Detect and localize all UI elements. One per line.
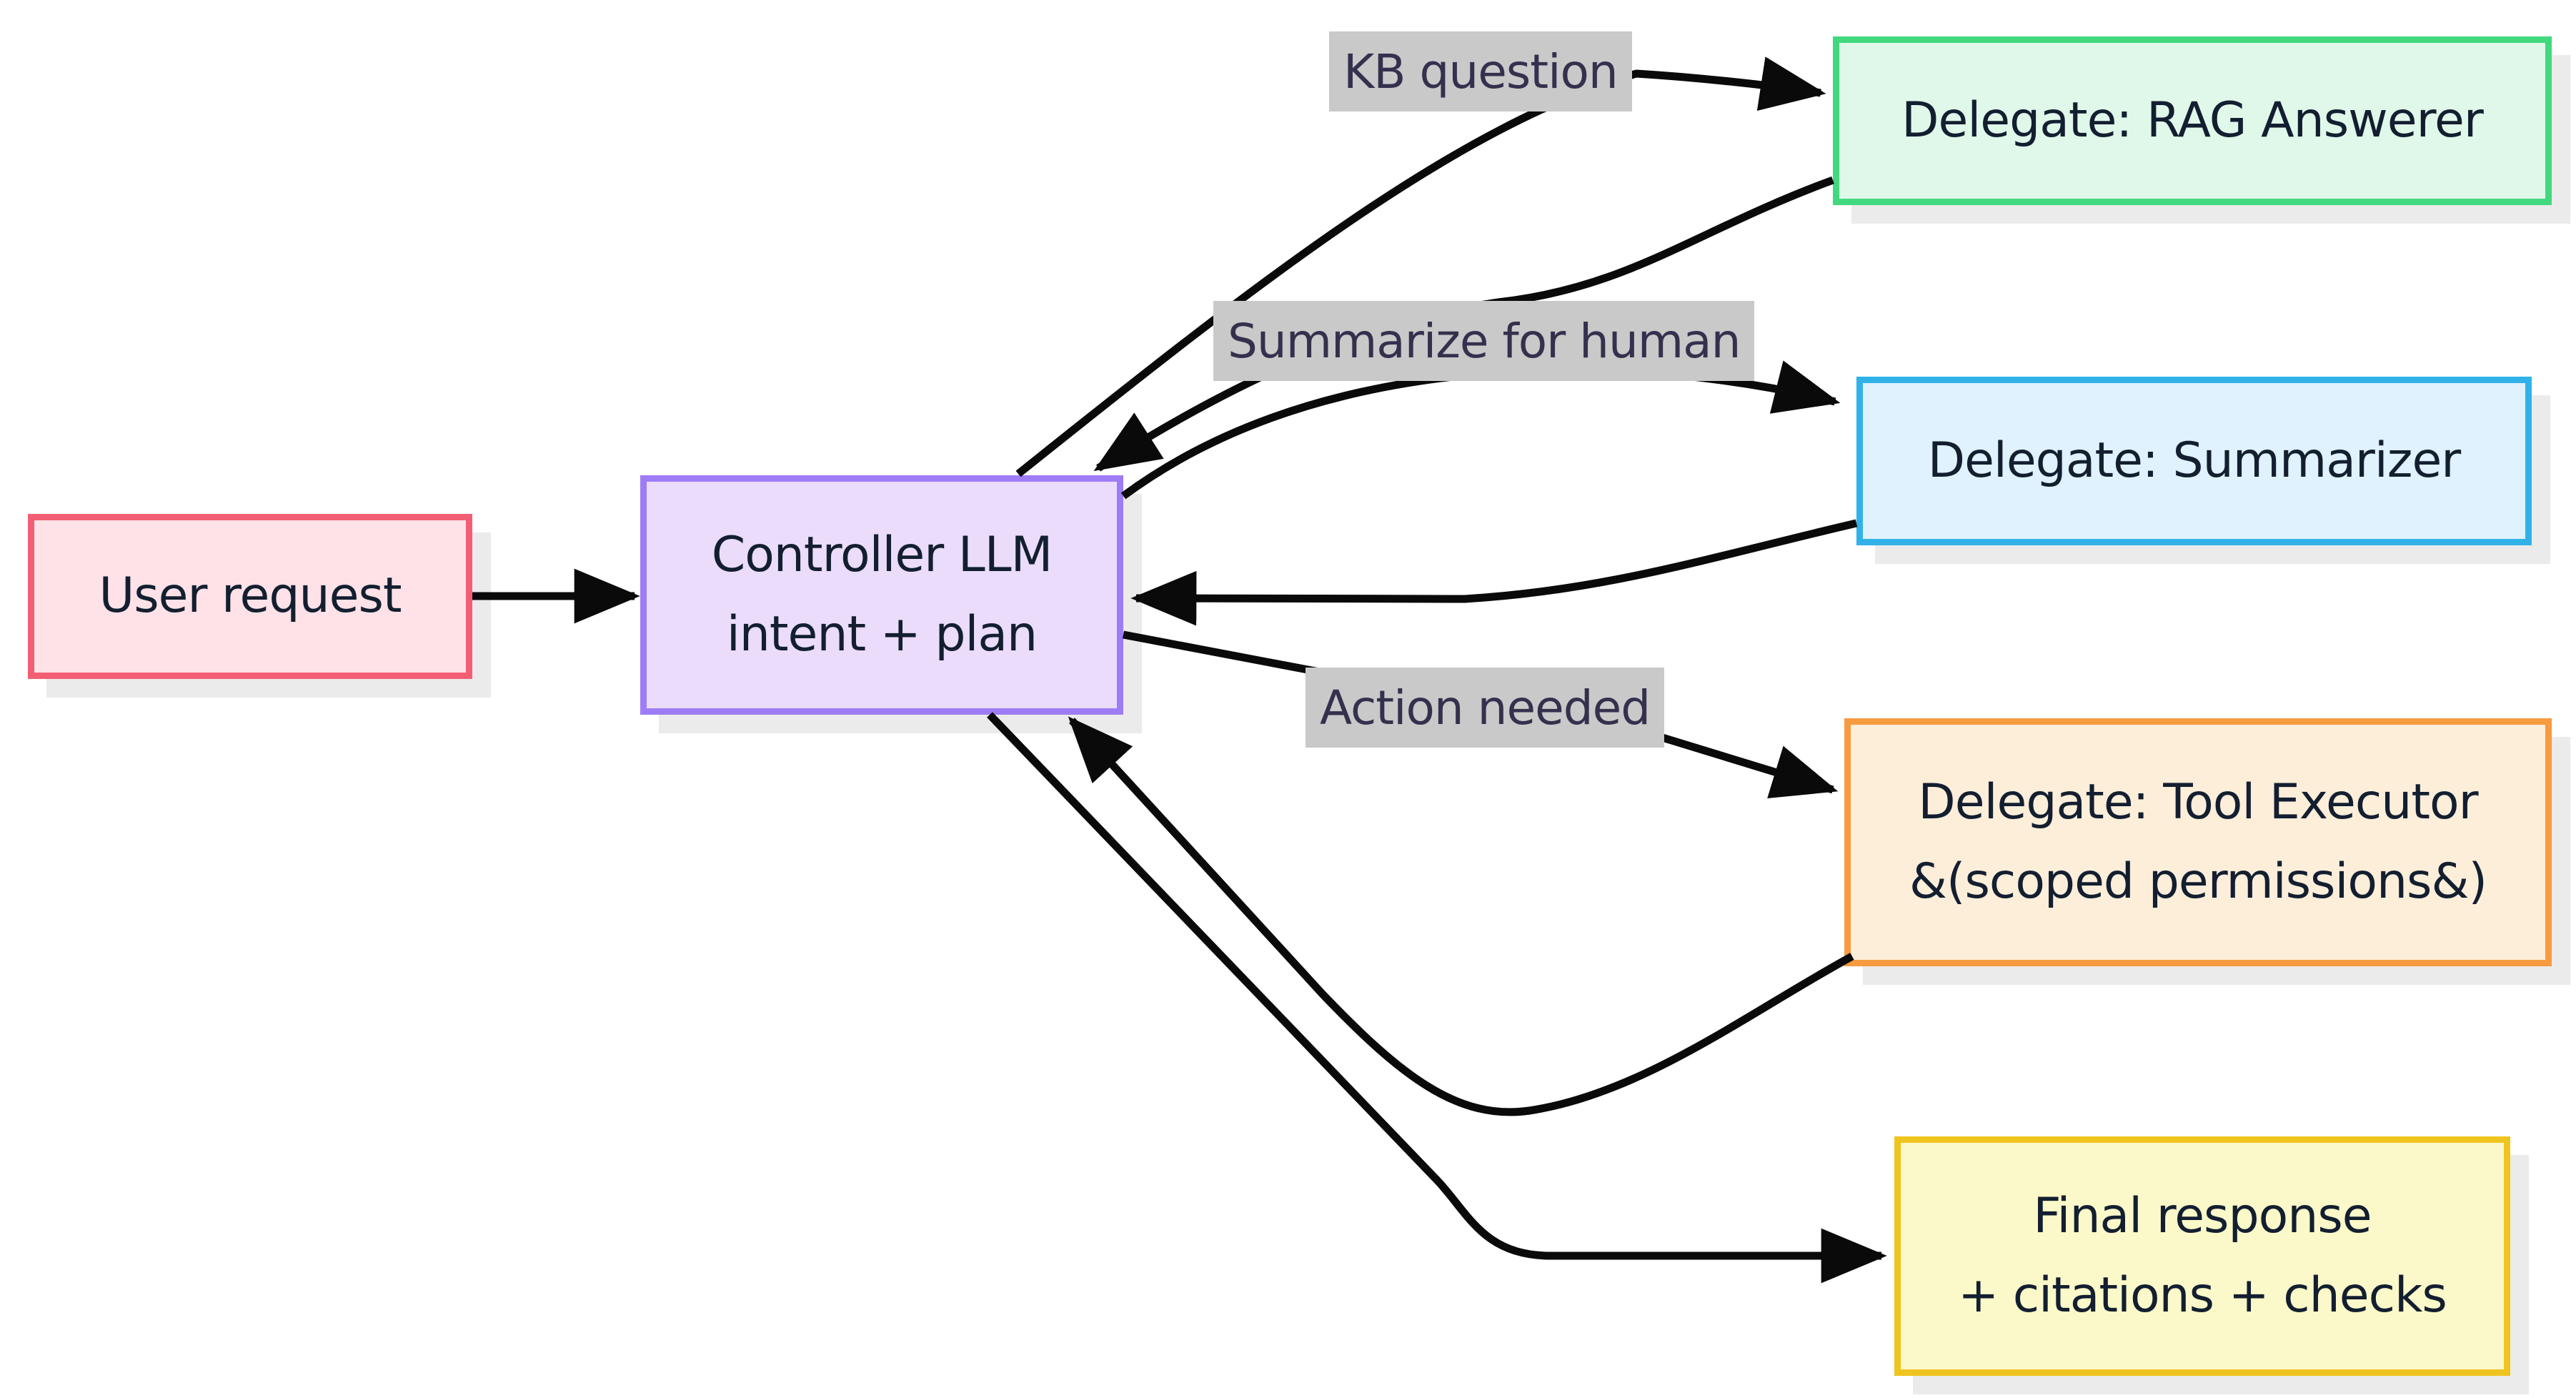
node-controller-llm: Controller LLM intent + plan bbox=[640, 475, 1123, 715]
edge-tool-executor-return-to-controller bbox=[1068, 716, 1854, 1116]
node-controller-llm-label-line2: intent + plan bbox=[726, 605, 1038, 663]
node-delegate-tool-executor-label-line2: &(scoped permissions&) bbox=[1909, 853, 2487, 910]
node-delegate-rag-answerer-label: Delegate: RAG Answerer bbox=[1901, 91, 2484, 149]
node-final-response-label-line1: Final response bbox=[2033, 1188, 2372, 1245]
node-user-request: User request bbox=[28, 514, 472, 679]
node-final-response-label-line2: + citations + checks bbox=[1958, 1266, 2447, 1324]
edge-label-summarize-for-human-text: Summarize for human bbox=[1228, 313, 1741, 369]
edge-summarizer-return-to-controller bbox=[1130, 519, 1858, 626]
edge-controller-to-final-response bbox=[987, 712, 1887, 1284]
edge-controller-to-rag-answerer bbox=[1015, 56, 1826, 477]
edge-label-action-needed: Action needed bbox=[1306, 668, 1665, 748]
node-user-request-label: User request bbox=[99, 567, 402, 625]
node-final-response: Final response + citations + checks bbox=[1894, 1136, 2510, 1376]
edge-label-action-needed-text: Action needed bbox=[1320, 680, 1651, 735]
node-delegate-tool-executor-label-line1: Delegate: Tool Executor bbox=[1918, 774, 2478, 831]
node-delegate-summarizer: Delegate: Summarizer bbox=[1856, 377, 2532, 545]
node-controller-llm-label-line1: Controller LLM bbox=[711, 527, 1053, 584]
node-delegate-summarizer-label: Delegate: Summarizer bbox=[1927, 432, 2462, 489]
edge-label-summarize-for-human: Summarize for human bbox=[1213, 301, 1755, 381]
node-delegate-rag-answerer: Delegate: RAG Answerer bbox=[1833, 36, 2552, 205]
edge-label-kb-question-text: KB question bbox=[1343, 44, 1618, 99]
node-delegate-tool-executor: Delegate: Tool Executor &(scoped permiss… bbox=[1844, 718, 2552, 966]
edge-label-kb-question: KB question bbox=[1329, 31, 1632, 111]
edge-controller-to-summarizer bbox=[1120, 360, 1841, 500]
